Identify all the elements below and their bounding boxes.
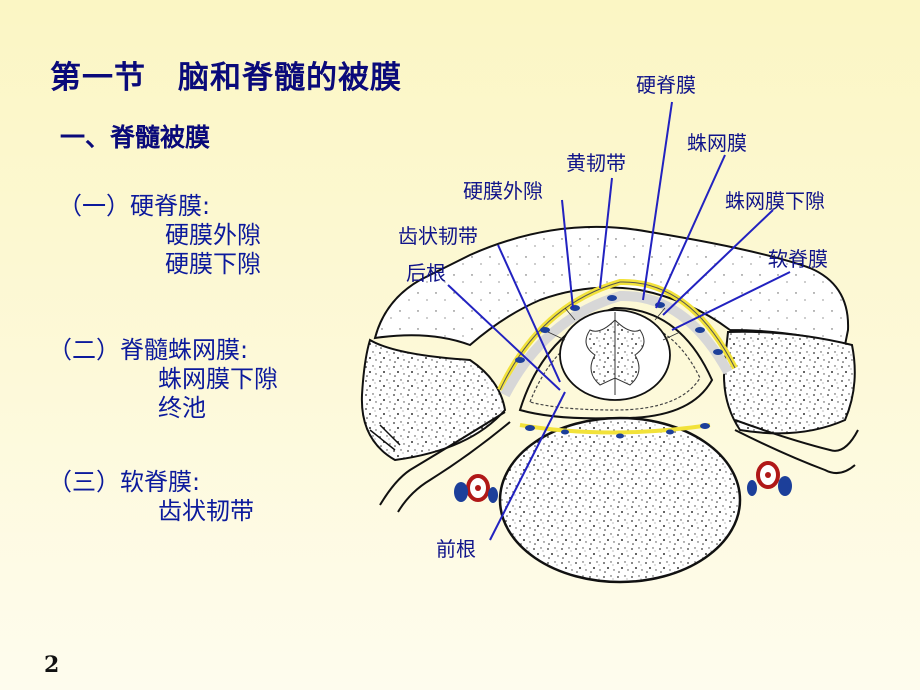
label-dura: 硬脊膜 xyxy=(636,73,696,97)
section-dura-item: 硬膜下隙 xyxy=(165,250,261,278)
subtitle: 一、脊髓被膜 xyxy=(60,123,211,152)
section-pia-heading: （三）软脊膜: xyxy=(48,468,201,496)
leader-line-dura xyxy=(642,101,673,301)
label-denticulate-ligament: 齿状韧带 xyxy=(398,224,478,248)
arachnoid-mater xyxy=(529,317,701,411)
epidural-veins xyxy=(515,295,723,363)
section-dura-item: 硬膜外隙 xyxy=(165,221,261,249)
left-transverse-process xyxy=(360,338,507,462)
right-spinal-nerve xyxy=(734,429,856,475)
label-arachnoid: 蛛网膜 xyxy=(687,131,747,155)
leader-line-ligamentum-flavum xyxy=(599,177,613,289)
label-subarachnoid-space: 蛛网膜下隙 xyxy=(725,189,825,213)
left-spinal-nerve xyxy=(379,411,506,506)
left-vertebral-vessels xyxy=(454,474,498,503)
label-epidural-space: 硬膜外隙 xyxy=(463,179,543,203)
leader-line-epidural xyxy=(561,199,574,309)
section-arachnoid-item: 蛛网膜下隙 xyxy=(158,365,278,393)
slide-title: 第一节 脑和脊髓的被膜 xyxy=(50,60,402,96)
vertebral-body xyxy=(498,416,742,584)
page-number: 2 xyxy=(44,652,60,678)
leader-line-subarachnoid xyxy=(662,209,774,316)
right-spinal-nerve xyxy=(734,419,859,452)
section-arachnoid-heading: （二）脊髓蛛网膜: xyxy=(48,336,249,364)
leader-line-arachnoid xyxy=(655,154,726,309)
label-posterior-root: 后根 xyxy=(406,261,446,285)
leader-line-denticulate xyxy=(497,244,561,383)
section-pia-item: 齿状韧带 xyxy=(158,497,254,525)
section-dura-heading: （一）硬脊膜: xyxy=(58,192,211,220)
label-pia: 软脊膜 xyxy=(768,247,828,271)
right-vertebral-vessels xyxy=(747,461,792,496)
leader-line-posterior-root xyxy=(447,284,561,391)
leader-line-anterior-root xyxy=(489,391,566,541)
leader-line-pia xyxy=(671,271,791,331)
label-anterior-root: 前根 xyxy=(436,537,476,561)
left-spinal-nerve xyxy=(397,421,511,513)
section-arachnoid-item: 终池 xyxy=(158,394,206,422)
right-transverse-process xyxy=(723,330,856,435)
label-ligamentum-flavum: 黄韧带 xyxy=(566,151,626,175)
